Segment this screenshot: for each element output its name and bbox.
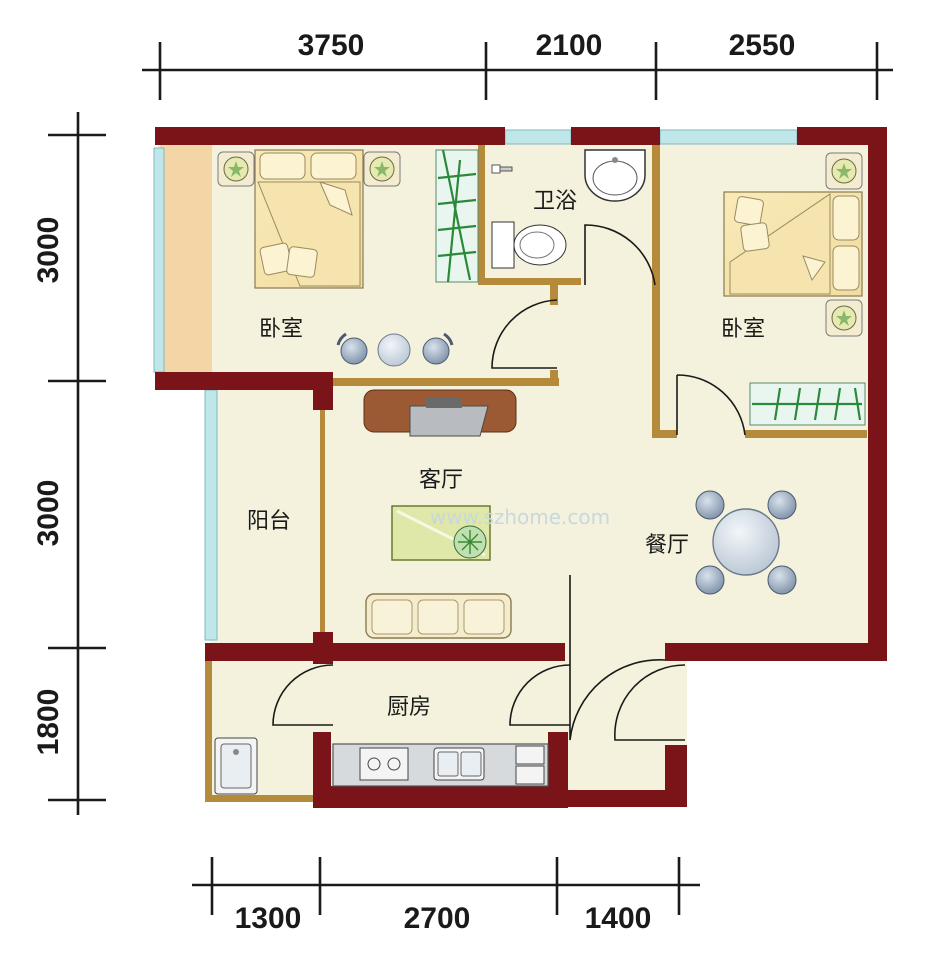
floor-hall (480, 285, 660, 395)
dim-bottom-2: 2700 (404, 902, 471, 935)
label-kitchen: 厨房 (387, 695, 431, 720)
bay-window-left (160, 145, 212, 380)
window-bedroom-right (659, 129, 798, 145)
door-kitchen-left (272, 664, 334, 726)
bed-right (723, 191, 863, 297)
walls (155, 127, 887, 808)
window-bedroom-left (153, 147, 165, 373)
door-entrance-2 (614, 664, 686, 741)
basin (584, 149, 646, 202)
door-bedroom-left (491, 299, 558, 369)
dim-left-3: 1800 (32, 689, 65, 756)
door-bathroom (584, 224, 656, 286)
dimension-lines (48, 42, 893, 915)
windows (153, 129, 798, 641)
watermark: www.szhome.com (430, 505, 610, 529)
nightstand-lamp-left-1 (217, 151, 255, 187)
dim-top-1: 3750 (298, 29, 365, 62)
label-bathroom: 卫浴 (533, 189, 577, 214)
kitchen-counter (332, 743, 549, 787)
label-living-room: 客厅 (419, 468, 463, 493)
wardrobe-right (749, 382, 866, 426)
label-bedroom-right: 卧室 (721, 317, 765, 342)
wardrobe-left (435, 149, 479, 283)
nightstand-lamp-right-1 (825, 152, 863, 190)
window-bath (504, 129, 572, 145)
label-bedroom-left: 卧室 (259, 317, 303, 342)
dim-top-3: 2550 (729, 29, 796, 62)
door-kitchen-right (509, 664, 571, 726)
sofa (365, 593, 512, 639)
door-entrance (569, 575, 666, 741)
dim-bottom-3: 1400 (585, 902, 652, 935)
bed-left (254, 149, 364, 289)
dim-top-2: 2100 (536, 29, 603, 62)
kitchen-sink-left (214, 737, 258, 795)
room-labels: 卧室 卫浴 卧室 客厅 阳台 餐厅 厨房 (247, 189, 765, 720)
doors (272, 224, 746, 741)
label-balcony: 阳台 (247, 509, 291, 534)
toilet (491, 221, 567, 269)
dim-bottom-1: 1300 (235, 902, 302, 935)
tv-cabinet (363, 389, 517, 437)
label-dining-room: 餐厅 (645, 533, 689, 558)
shower-fixture (491, 164, 513, 174)
window-balcony (204, 389, 218, 641)
dining-set (695, 490, 797, 595)
nightstand-lamp-right-2 (825, 299, 863, 337)
desk-set-left (336, 332, 454, 367)
door-bedroom-right (676, 374, 746, 436)
nightstand-lamp-left-2 (363, 151, 401, 187)
dim-left-1: 3000 (32, 217, 65, 284)
dimension-labels: 3750 2100 2550 3000 3000 1800 1300 2700 … (32, 29, 795, 935)
dim-left-2: 3000 (32, 480, 65, 547)
wood-partitions (205, 145, 867, 802)
coffee-table (391, 505, 491, 561)
